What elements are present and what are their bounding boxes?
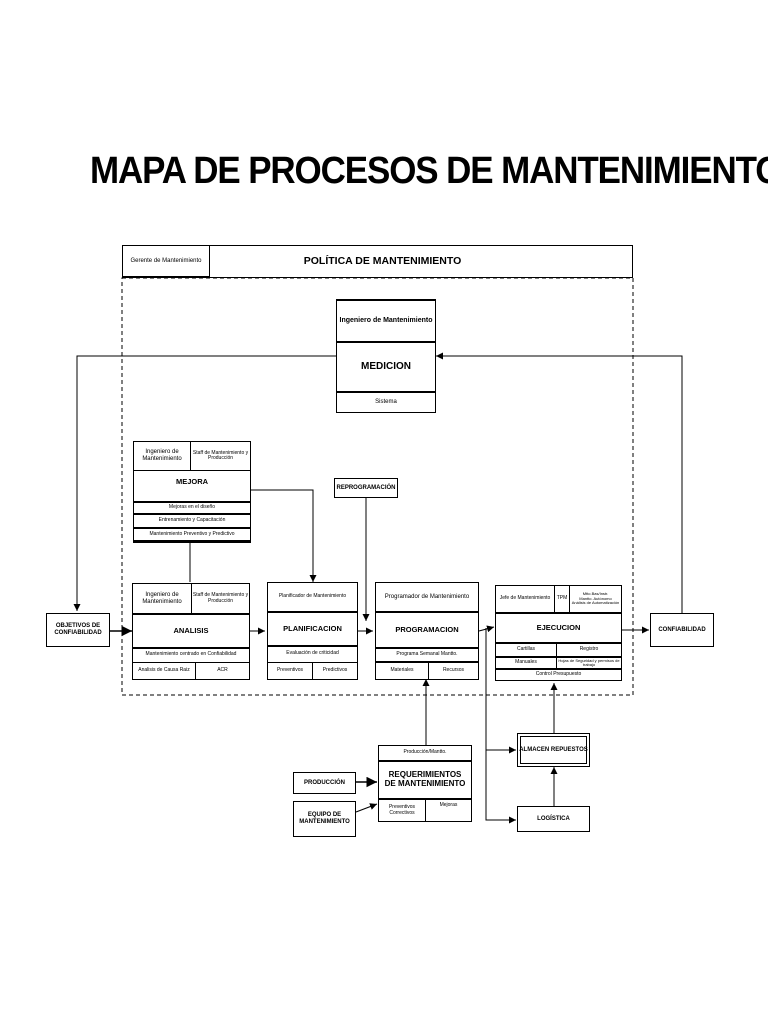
planificacion-name: PLANIFICACION xyxy=(283,623,342,633)
produccion-box: PRODUCCIÓN xyxy=(293,772,356,794)
ejecucion-tpm: TPM xyxy=(556,595,568,602)
almacen-box: ALMACEN REPUESTOS xyxy=(517,733,590,767)
logistica-box: LOGÍSTICA xyxy=(517,806,590,832)
medicion-sub: Sistema xyxy=(375,399,397,406)
mejora-role: Ingeniero de Mantenimiento xyxy=(142,449,182,462)
planificacion-right: Predictivos xyxy=(322,667,348,674)
analisis-sub: Mantenimiento centrado en Confiabilidad xyxy=(145,651,237,658)
planificacion-role: Planificador de Mantenimiento xyxy=(278,593,347,600)
programacion-name: PROGRAMACION xyxy=(395,624,459,634)
ejecucion-note-1: Mtto.Bas/Instr. xyxy=(582,590,609,596)
programacion-sub: Programa Semanal Mantto. xyxy=(396,651,458,658)
ejecucion-note-3: Análisis de Automatización xyxy=(571,600,620,606)
equipo-box: EQUIPO DE MANTENIMIENTO xyxy=(293,801,356,837)
planificacion-sub: Evaluación de criticidad xyxy=(286,650,339,657)
mejora-staff: Staff de Mantenimiento y Producción xyxy=(192,449,249,461)
programacion-right: Recursos xyxy=(442,667,465,674)
analisis-staff: Staff de Mantenimiento y Producción xyxy=(192,592,249,604)
ejecucion-r3: Control Presupuesto xyxy=(535,670,582,677)
requerimientos-name: REQUERIMIENTOS DE MANTENIMIENTO xyxy=(384,770,466,788)
objetivos-box: OBJETIVOS DE CONFIABILIDAD xyxy=(46,613,110,647)
mejora-item-1: Mejoras en el diseño xyxy=(168,504,216,511)
planificacion-left: Preventivos xyxy=(276,667,304,674)
requerimientos-right: Mejoras xyxy=(439,802,458,809)
manager-label: Gerente de Mantenimiento xyxy=(130,258,202,265)
programacion-role: Programador de Mantenimiento xyxy=(384,593,470,600)
analisis-left: Analisis de Causa Raiz xyxy=(138,667,190,674)
ejecucion-name: EJECUCION xyxy=(536,622,581,632)
analisis-name: ANALISIS xyxy=(173,625,209,635)
ejecucion-box: Jefe de Mantenimiento TPM Mtto.Bas/Instr… xyxy=(495,585,622,681)
mejora-name: MEJORA xyxy=(176,477,209,486)
reprogramacion-box: REPROGRAMACIÓN xyxy=(334,478,398,498)
arrow-branch-logistica xyxy=(485,750,516,824)
ejecucion-r2a: Manuales xyxy=(515,659,537,666)
ejecucion-note-2: Mantto. Autónomo xyxy=(579,595,612,601)
requerimientos-box: Producción/Mantto. REQUERIMIENTOS DE MAN… xyxy=(378,745,472,822)
policy-header: Gerente de Mantenimiento POLÍTICA DE MAN… xyxy=(122,245,633,278)
medicion-role: Ingeniero de Mantenimiento xyxy=(339,317,433,325)
medicion-box: Ingeniero de Mantenimiento MEDICION Sist… xyxy=(336,299,436,413)
medicion-name: MEDICION xyxy=(361,361,411,372)
analisis-box: Ingeniero de Mantenimiento Staff de Mant… xyxy=(132,583,250,680)
mejora-item-2: Entrenamiento y Capacitación xyxy=(158,517,226,524)
ejecucion-r1b: Registro xyxy=(579,646,599,653)
requerimientos-top: Producción/Mantto. xyxy=(403,749,447,756)
planificacion-box: Planificador de Mantenimiento PLANIFICAC… xyxy=(267,582,358,680)
requerimientos-left: Preventivos Correctivos xyxy=(388,804,416,816)
arrow-equipo-requerimientos xyxy=(355,803,378,813)
arrow-programacion-ejecucion xyxy=(478,625,495,633)
mejora-box: Ingeniero de Mantenimiento Staff de Mant… xyxy=(133,441,251,543)
mejora-item-3: Mantenimiento Preventivo y Predictivo xyxy=(149,530,235,537)
page-title: MAPA DE PROCESOS DE MANTENIMIENTO xyxy=(90,150,768,192)
confiabilidad-box: CONFIABILIDAD xyxy=(650,613,714,647)
ejecucion-r1a: Cartillas xyxy=(516,646,536,653)
programacion-left: Materiales xyxy=(390,667,414,674)
ejecucion-role: Jefe de Mantenimiento xyxy=(499,595,551,602)
ejecucion-r2b: Hojas de Seguridad y permisos de trabajo xyxy=(558,657,620,667)
analisis-role: Ingeniero de Mantenimiento xyxy=(142,591,182,605)
analisis-right: ACR xyxy=(217,667,228,674)
programacion-box: Programador de Mantenimiento PROGRAMACIO… xyxy=(375,582,479,680)
arrow-mejora-planificacion xyxy=(250,489,317,582)
policy-label: POLÍTICA DE MANTENIMIENTO xyxy=(303,254,462,267)
arrow-confiabilidad-medicion xyxy=(436,352,683,613)
